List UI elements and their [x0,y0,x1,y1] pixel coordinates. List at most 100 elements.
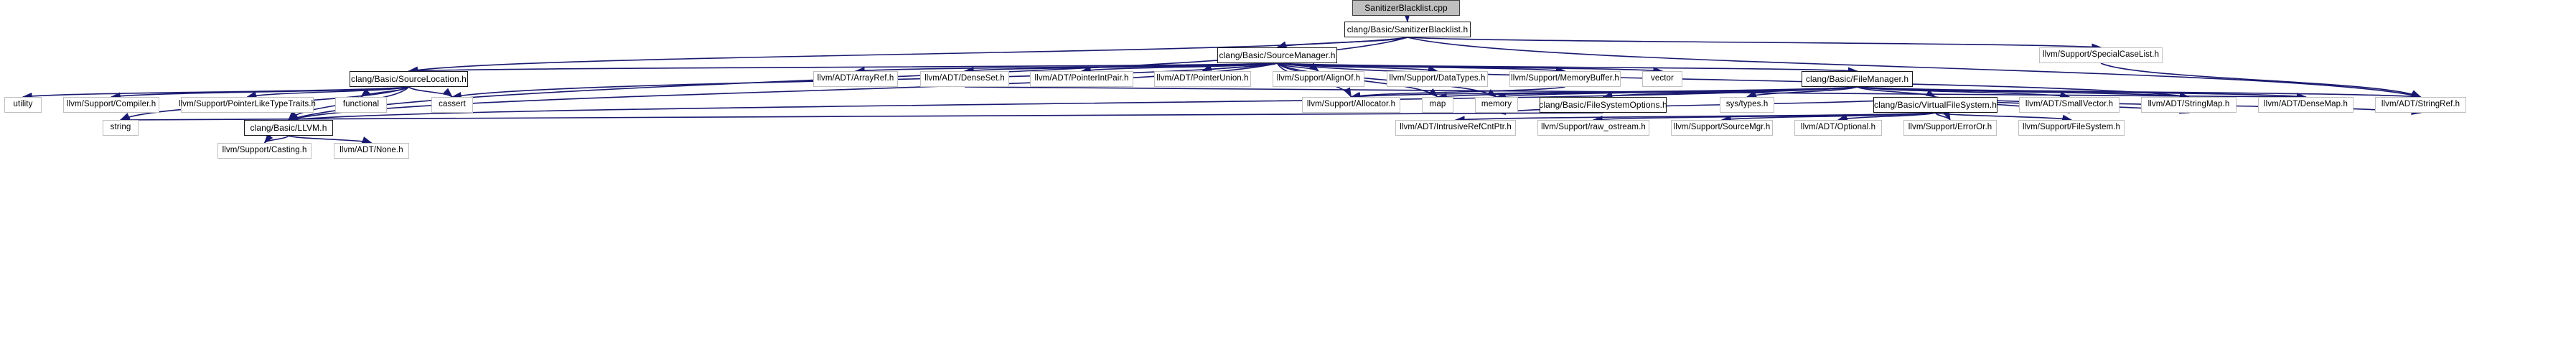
graph-node-llvm-support-raw-ostream-h[interactable]: llvm/Support/raw_ostream.h [1537,120,1649,136]
graph-edge [1746,86,1858,98]
graph-node-llvm-support-casting-h[interactable]: llvm/Support/Casting.h [217,143,312,159]
graph-node-label: llvm/Support/Compiler.h [66,100,156,109]
graph-node-clang-basic-sourcelocation-h[interactable]: clang/Basic/SourceLocation.h [350,71,468,87]
graph-node-llvm-adt-densemap-h[interactable]: llvm/ADT/DenseMap.h [2258,97,2353,113]
graph-node-clang-basic-filesystemoptions-h[interactable]: clang/Basic/FileSystemOptions.h [1539,97,1667,113]
graph-node-label: llvm/Support/MemoryBuffer.h [1511,74,1619,83]
graph-node-functional[interactable]: functional [335,97,387,113]
graph-node-label: cassert [439,100,466,109]
graph-node-label: llvm/Support/AlignOf.h [1276,74,1361,83]
graph-node-label: llvm/Support/SourceMgr.h [1673,123,1771,132]
graph-edge [407,62,1278,75]
graph-edge [288,135,373,144]
graph-node-label: llvm/ADT/PointerUnion.h [1156,74,1249,83]
graph-edge [287,86,1858,123]
graph-node-label: llvm/Support/ErrorOr.h [1908,123,1992,132]
graph-edge [1080,62,1278,73]
graph-edge [1720,112,1936,122]
graph-node-clang-basic-filemanager-h[interactable]: clang/Basic/FileManager.h [1802,71,1913,87]
graph-node-sanitizerblacklist-cpp[interactable]: SanitizerBlacklist.cpp [1352,0,1460,16]
graph-edge [2100,62,2422,98]
graph-node-label: sys/types.h [1725,100,1769,109]
graph-edge [408,86,454,98]
graph-node-label: llvm/ADT/DenseMap.h [2264,100,2348,109]
graph-node-label: llvm/ADT/PointerIntPair.h [1034,74,1129,83]
graph-node-llvm-adt-arrayref-h[interactable]: llvm/ADT/ArrayRef.h [813,71,898,87]
graph-node-label: utility [13,100,33,109]
graph-node-vector[interactable]: vector [1642,71,1682,87]
graph-node-clang-basic-llvm-h[interactable]: clang/Basic/LLVM.h [244,120,333,136]
graph-node-label: llvm/Support/SpecialCaseList.h [2042,50,2160,60]
graph-node-llvm-support-datatypes-h[interactable]: llvm/Support/DataTypes.h [1387,71,1488,87]
graph-edge [1349,86,1565,99]
graph-edge [263,134,289,144]
graph-node-label: llvm/Support/raw_ostream.h [1541,123,1646,132]
graph-node-string[interactable]: string [103,120,139,136]
graph-node-sys-types-h[interactable]: sys/types.h [1720,97,1774,113]
graph-edge [1935,112,2073,121]
graph-edge [407,37,1408,73]
graph-node-label: clang/Basic/LLVM.h [250,123,327,133]
graph-node-llvm-adt-intrusiverefcntptr-h[interactable]: llvm/ADT/IntrusiveRefCntPtr.h [1395,120,1516,136]
graph-node-label: map [1429,100,1446,109]
graph-node-llvm-adt-denseset-h[interactable]: llvm/ADT/DenseSet.h [920,71,1009,87]
graph-node-label: llvm/ADT/StringMap.h [2148,100,2230,109]
graph-node-label: llvm/ADT/SmallVector.h [2025,100,2114,109]
graph-node-label: clang/Basic/SourceManager.h [1219,50,1336,60]
graph-node-llvm-support-filesystem-h[interactable]: llvm/Support/FileSystem.h [2018,120,2125,136]
graph-node-llvm-support-compiler-h[interactable]: llvm/Support/Compiler.h [63,97,159,113]
graph-node-map[interactable]: map [1422,97,1453,113]
graph-edge [1857,86,1936,98]
graph-node-llvm-adt-stringmap-h[interactable]: llvm/ADT/StringMap.h [2141,97,2237,113]
graph-edge [110,86,409,99]
graph-node-clang-basic-sourcemanager-h[interactable]: clang/Basic/SourceManager.h [1217,47,1337,63]
graph-edge [1277,62,2191,99]
graph-node-label: llvm/ADT/Optional.h [1800,123,1876,132]
graph-node-llvm-adt-stringref-h[interactable]: llvm/ADT/StringRef.h [2375,97,2466,113]
graph-node-llvm-adt-pointerunion-h[interactable]: llvm/ADT/PointerUnion.h [1154,71,1251,87]
graph-edge [1403,11,1411,23]
graph-node-label: llvm/Support/Allocator.h [1306,100,1396,109]
graph-node-label: llvm/ADT/StringRef.h [2381,100,2460,109]
graph-node-label: llvm/Support/PointerLikeTypeTraits.h [178,100,317,109]
graph-node-label: llvm/ADT/DenseSet.h [924,74,1005,83]
graph-node-llvm-adt-smallvector-h[interactable]: llvm/ADT/SmallVector.h [2019,97,2120,113]
graph-edge [1454,112,1936,123]
graph-node-clang-basic-virtualfilesystem-h[interactable]: clang/Basic/VirtualFileSystem.h [1873,97,1997,113]
graph-node-utility[interactable]: utility [4,97,42,113]
graph-node-label: functional [342,100,380,109]
graph-node-label: clang/Basic/VirtualFileSystem.h [1874,100,1997,110]
graph-node-label: SanitizerBlacklist.cpp [1364,3,1448,13]
graph-node-llvm-support-alignof-h[interactable]: llvm/Support/AlignOf.h [1273,71,1364,87]
graph-node-llvm-support-specialcaselist-h[interactable]: llvm/Support/SpecialCaseList.h [2039,47,2163,63]
graph-node-llvm-support-allocator-h[interactable]: llvm/Support/Allocator.h [1302,97,1400,113]
graph-edge [1857,86,2422,100]
graph-edge [1837,112,1936,121]
graph-edge [1277,62,1859,75]
graph-node-cassert[interactable]: cassert [431,97,473,113]
graph-node-label: llvm/Support/Casting.h [222,146,307,155]
graph-node-label: clang/Basic/FileManager.h [1805,74,1909,84]
graph-node-label: clang/Basic/FileSystemOptions.h [1539,100,1667,110]
graph-node-label: string [110,123,131,132]
graph-node-label: clang/Basic/SourceLocation.h [351,74,467,84]
graph-node-label: llvm/ADT/ArrayRef.h [817,74,894,83]
graph-edge [245,86,409,98]
graph-node-llvm-adt-none-h[interactable]: llvm/ADT/None.h [334,143,409,159]
graph-node-llvm-adt-pointerintpair-h[interactable]: llvm/ADT/PointerIntPair.h [1030,71,1133,87]
graph-node-llvm-adt-optional-h[interactable]: llvm/ADT/Optional.h [1794,120,1882,136]
graph-node-memory[interactable]: memory [1475,97,1518,113]
graph-edge [1407,37,2102,51]
graph-node-label: clang/Basic/SanitizerBlacklist.h [1346,24,1469,34]
graph-edge [1407,37,2422,98]
graph-node-llvm-support-pointerliketypetraits-h[interactable]: llvm/Support/PointerLikeTypeTraits.h [178,97,317,113]
graph-node-label: llvm/Support/FileSystem.h [2022,123,2121,132]
graph-node-label: llvm/ADT/IntrusiveRefCntPtr.h [1400,123,1512,132]
graph-edge [1934,110,1951,121]
graph-edge [22,86,409,100]
graph-node-llvm-support-memorybuffer-h[interactable]: llvm/Support/MemoryBuffer.h [1509,71,1621,87]
graph-node-llvm-support-erroror-h[interactable]: llvm/Support/ErrorOr.h [1903,120,1997,136]
graph-node-llvm-support-sourcemgr-h[interactable]: llvm/Support/SourceMgr.h [1671,120,1773,136]
graph-node-clang-basic-sanitizerblacklist-h[interactable]: clang/Basic/SanitizerBlacklist.h [1344,22,1471,37]
